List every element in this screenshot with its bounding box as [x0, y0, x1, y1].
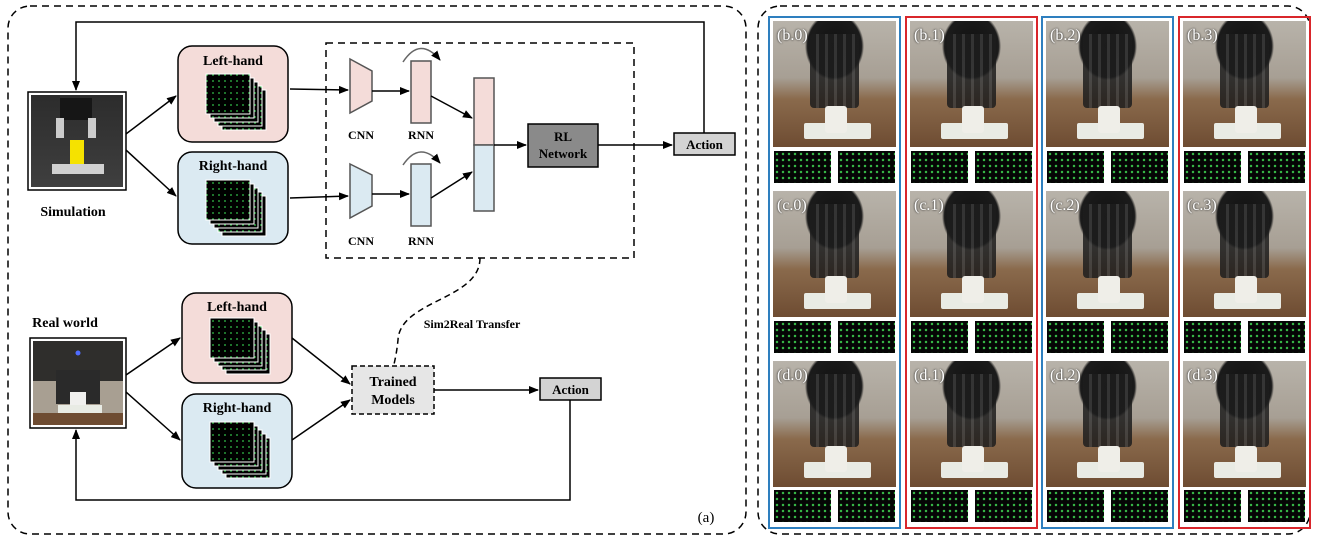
real-left-hand-label: Left-hand — [207, 300, 267, 315]
arrow-action-feedback-real — [72, 400, 571, 501]
frame-label: (d.3) — [1187, 367, 1218, 384]
frame-label: (c.2) — [1050, 197, 1080, 214]
rl-network-box — [527, 123, 599, 168]
rnn-upper — [410, 60, 432, 124]
arrow-rnn-to-feature-lower — [430, 171, 473, 199]
photo-frame: (d.2) — [1046, 361, 1169, 524]
frame-label: (b.2) — [1050, 27, 1081, 44]
rnn-lower — [410, 163, 432, 227]
frame-label: (b.1) — [914, 27, 945, 44]
frame-label: (c.0) — [777, 197, 807, 214]
cnn-lower — [349, 162, 373, 220]
arrow-rnn-to-feature-upper — [430, 95, 473, 119]
frame-label: (b.0) — [777, 27, 808, 44]
sim-left-tactile-stack — [205, 73, 267, 131]
arrow-right-to-cnn — [289, 192, 349, 201]
simulation-label: Simulation — [40, 205, 106, 220]
photo-frame: (c.2) — [1046, 191, 1169, 355]
rnn-lower-label: RNN — [408, 234, 434, 248]
real-left-tactile-stack — [209, 317, 271, 375]
feature-upper — [473, 77, 495, 146]
photo-frame: (c.3) — [1183, 191, 1306, 355]
column-border-0 — [768, 16, 901, 529]
cnn-upper — [349, 57, 373, 115]
frame-label: (d.0) — [777, 367, 808, 384]
panel-a-frame — [7, 5, 747, 535]
sim-action-label: Action — [686, 137, 724, 152]
column-border-3 — [1178, 16, 1311, 529]
arrow-action-feedback-sim — [72, 21, 705, 133]
photo-frame: (d.0) — [773, 361, 896, 524]
sim-left-hand-label: Left-hand — [203, 54, 263, 69]
rnn-upper-recurrence — [402, 47, 441, 63]
rl-network-label-line2: Network — [539, 146, 588, 161]
trained-models-label-line2: Models — [371, 393, 415, 408]
column-border-1 — [905, 16, 1038, 529]
rl-network-label-line1: RL — [554, 129, 572, 144]
frame-label: (d.2) — [1050, 367, 1081, 384]
sim-right-tactile-stack — [205, 179, 267, 237]
photo-frame: (c.1) — [910, 191, 1033, 355]
frame-label: (c.1) — [914, 197, 944, 214]
photo-frame: (b.0) — [773, 21, 896, 185]
real-action-label: Action — [552, 382, 590, 397]
frame-label: (d.1) — [914, 367, 945, 384]
real-right-tactile-stack — [209, 421, 271, 479]
arrow-left-to-cnn — [289, 85, 349, 94]
rnn-upper-label: RNN — [408, 128, 434, 142]
frame-label: (c.3) — [1187, 197, 1217, 214]
simulation-image — [27, 91, 127, 191]
photo-frame: (b.3) — [1183, 21, 1306, 185]
arrow-left-to-models — [291, 337, 351, 385]
trained-models-label-line1: Trained — [369, 375, 416, 390]
arrow-real-to-right — [125, 391, 181, 441]
real-right-hand-label: Right-hand — [203, 401, 272, 416]
photo-frame: (d.3) — [1183, 361, 1306, 524]
cnn-upper-label: CNN — [348, 128, 374, 142]
arrow-right-to-models — [291, 399, 351, 441]
sim2real-label: Sim2Real Transfer — [424, 317, 521, 331]
panel-a-label: (a) — [698, 510, 715, 526]
frame-label: (b.3) — [1187, 27, 1218, 44]
feature-lower — [473, 144, 495, 212]
photo-frame: (b.2) — [1046, 21, 1169, 185]
arrow-real-to-left — [125, 337, 181, 376]
column-border-2 — [1041, 16, 1174, 529]
sim-right-hand-label: Right-hand — [199, 159, 268, 174]
arrow-sim-to-left — [125, 95, 177, 135]
real-world-image — [29, 337, 127, 429]
photo-frame: (b.1) — [910, 21, 1033, 185]
real-world-label: Real world — [32, 316, 98, 331]
rnn-lower-recurrence — [402, 151, 441, 166]
cnn-lower-label: CNN — [348, 234, 374, 248]
trained-models-box — [351, 365, 435, 415]
photo-frame: (c.0) — [773, 191, 896, 355]
photo-frame: (d.1) — [910, 361, 1033, 524]
arrow-sim-to-right — [125, 149, 177, 197]
